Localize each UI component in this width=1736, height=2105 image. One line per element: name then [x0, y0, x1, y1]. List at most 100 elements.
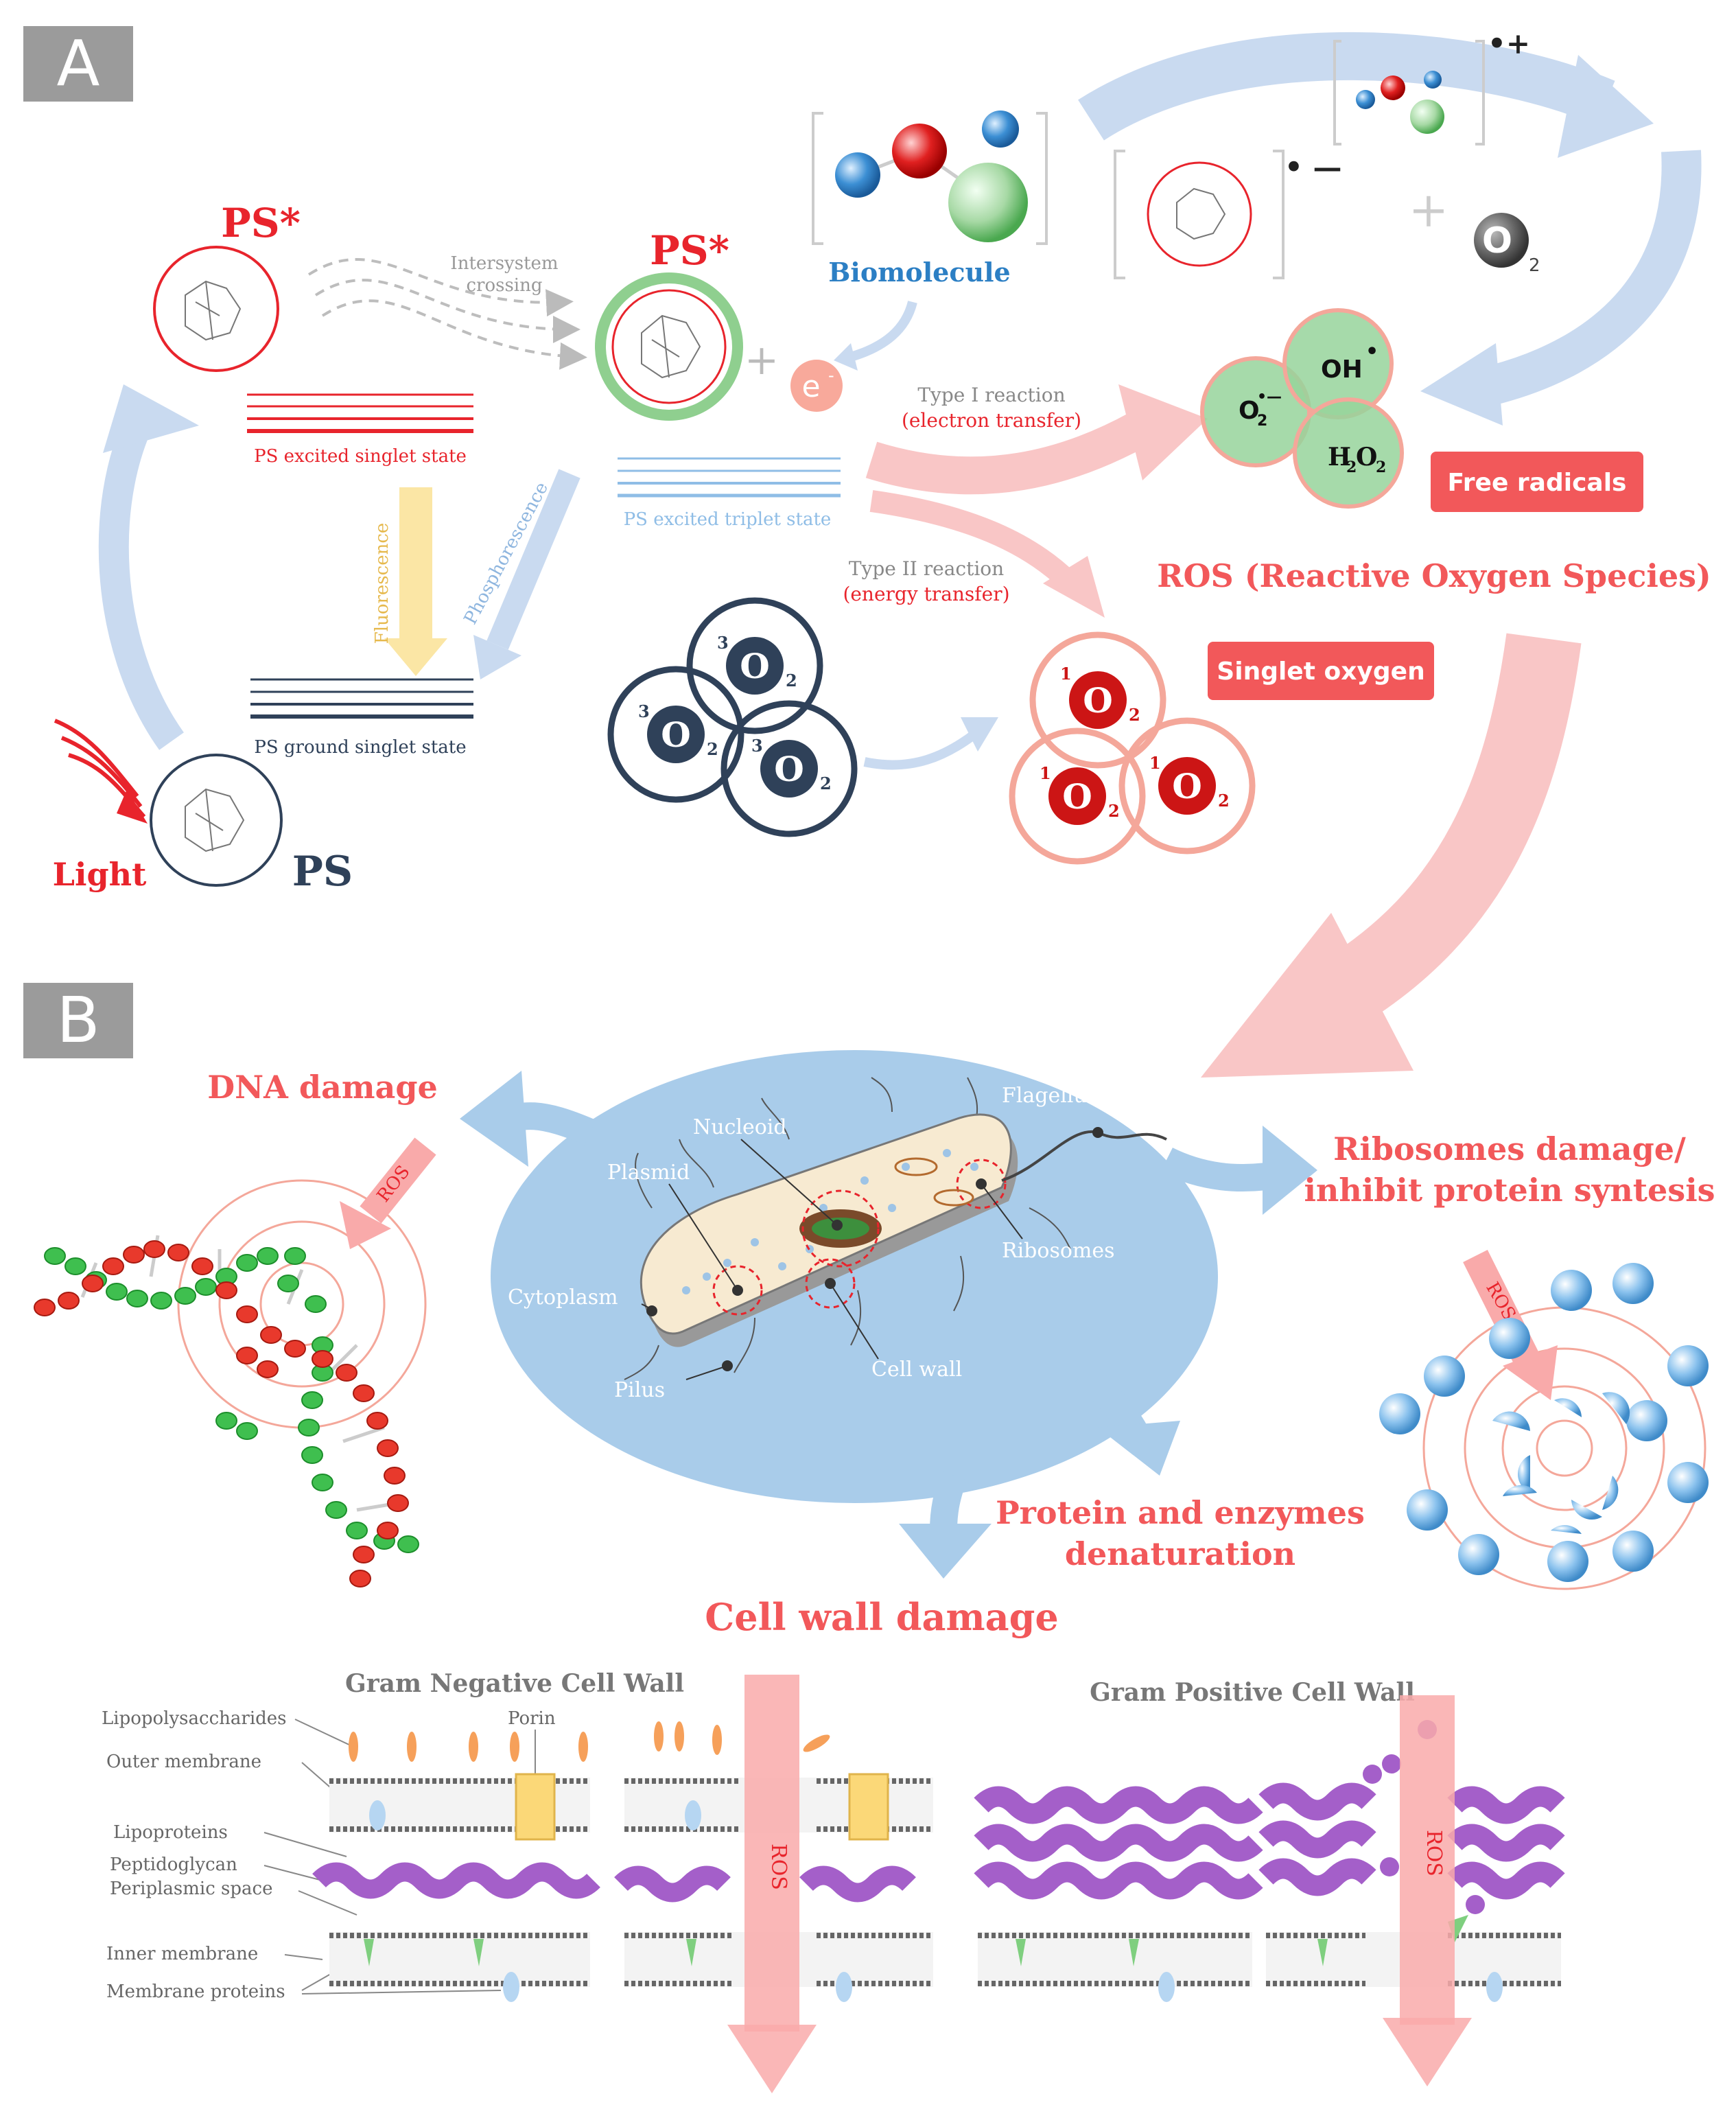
electron-bubble — [790, 360, 843, 412]
radical-cation-brackets — [1333, 40, 1485, 146]
periplasmic-label: Periplasmic space — [110, 1879, 273, 1899]
radical-cation-atoms — [1356, 71, 1444, 134]
excitation-arrowhead — [103, 384, 199, 453]
cell-wall-damage-title: Cell wall damage — [705, 1595, 1058, 1639]
ps-ground-molecule — [150, 754, 283, 887]
singlet-o-1: O — [1083, 680, 1113, 721]
biomolecule-arrowhead — [834, 343, 858, 371]
nucleoid-label: Nucleoid — [693, 1115, 787, 1139]
type1-line2: (electron transfer) — [902, 409, 1081, 432]
h2o2-sub2: 2 — [1376, 458, 1386, 476]
flagellum-label: Flagellum — [1002, 1084, 1106, 1108]
gram-positive-ros-arrow — [1400, 1695, 1455, 2025]
phosphorescence-arrowhead — [473, 635, 521, 679]
gram-negative-ros-arrowhead — [727, 2025, 817, 2093]
singlet-o-3: O — [1172, 766, 1202, 806]
biomolecule-atoms — [835, 111, 1028, 242]
singlet-sup-2: 1 — [1040, 763, 1051, 783]
porphyrin-sketch-2 — [185, 788, 245, 852]
ps-star-left-molecule — [153, 246, 279, 372]
free-radicals-cluster — [1200, 308, 1404, 509]
excited-triplet-levels — [618, 457, 841, 498]
phosphorescence-arrow-shaft — [486, 469, 580, 650]
panel-b-tag: B — [23, 983, 133, 1058]
gram-positive-title: Gram Positive Cell Wall — [1090, 1678, 1415, 1707]
cytoplasm-label: Cytoplasm — [508, 1286, 618, 1310]
porphyrin-sketch-3 — [641, 314, 701, 379]
gram-positive-wall-intact — [974, 1786, 1263, 2002]
light-label: Light — [53, 856, 147, 893]
radical-anion-charge: • — — [1285, 150, 1341, 184]
plus-oxygen: + — [1409, 182, 1449, 238]
singlet-sub-1: 2 — [1129, 705, 1140, 725]
light-arrowhead — [117, 789, 148, 824]
dna-strand-red — [34, 1240, 409, 1588]
ps-star-right-molecule — [595, 272, 743, 421]
h2o2-h: H — [1328, 443, 1351, 472]
triplet-oxygen-labels: O O O — [661, 646, 804, 789]
triplet-sub-1: 2 — [786, 671, 797, 690]
gram-positive-ros-label: ROS — [1422, 1830, 1446, 1876]
ribosomes-label: Ribosomes — [1002, 1239, 1115, 1263]
hydroxyl-label: OH — [1321, 356, 1363, 384]
cell-labels: Nucleoid Flagellum Plasmid Ribosomes Cyt… — [508, 1084, 1115, 1402]
singlet-oxygen-sups: 1 2 1 2 1 2 — [1040, 664, 1230, 821]
singlet-sub-3: 2 — [1218, 791, 1230, 811]
triplet-oxygen-cluster — [607, 597, 858, 837]
singlet-oxygen-atoms — [1048, 671, 1216, 825]
superoxide-sup: •— — [1257, 388, 1282, 406]
lps-label: Lipopolysaccharides — [102, 1708, 287, 1729]
ribosomes-damage-line2: inhibit protein syntesis — [1304, 1172, 1715, 1209]
triplet-sub-3: 2 — [820, 774, 832, 793]
porphyrin-sketch-1 — [185, 280, 242, 341]
triplet-o-3: O — [774, 749, 804, 789]
superoxide-label: O — [1239, 397, 1260, 425]
cell-leaders — [641, 1127, 1103, 1380]
excited-singlet-levels — [247, 393, 473, 433]
singlet-oxygen-label: Singlet oxygen — [1217, 658, 1424, 686]
singlet-sub-2: 2 — [1108, 801, 1120, 821]
triplet-sup-3: 3 — [751, 736, 763, 756]
ps-star-right-label: PS* — [650, 227, 729, 274]
singlet-o-2: O — [1062, 776, 1092, 817]
protein-denaturation-line1: Protein and enzymes — [996, 1494, 1365, 1531]
h2o2-label: H 2 O 2 — [1328, 443, 1386, 476]
porphyrin-sketch-4 — [1176, 187, 1226, 240]
membrane-proteins-label: Membrane proteins — [106, 1981, 285, 2002]
triplet-sup-1: 3 — [717, 633, 729, 653]
triplet-o-1: O — [740, 646, 770, 686]
biomolecule-label: Biomolecule — [828, 257, 1010, 288]
gram-negative-title: Gram Negative Cell Wall — [345, 1669, 684, 1698]
electron-label: e — [801, 369, 820, 404]
type2-line2: (energy transfer) — [843, 583, 1009, 605]
lipoproteins-label: Lipoproteins — [113, 1822, 228, 1843]
free-radicals-box — [1431, 452, 1643, 512]
dna-strand-green — [44, 1247, 419, 1553]
ros-to-cell-arrowhead — [1201, 913, 1414, 1078]
dna-ros-target — [177, 1179, 427, 1429]
ground-singlet-levels — [250, 678, 473, 719]
electron-sup: - — [828, 366, 834, 385]
ros-to-cell-arrow — [1318, 633, 1582, 1028]
intersystem-crossing-line1: Intersystem — [450, 253, 558, 274]
triplet-sup-2: 3 — [638, 701, 650, 721]
arrow-to-protein-head — [1098, 1421, 1180, 1476]
oxygen-ball — [1474, 213, 1529, 268]
oxygen-label: O — [1482, 220, 1512, 261]
excited-singlet-label: PS excited singlet state — [254, 446, 467, 467]
excitation-arrow — [98, 397, 184, 750]
oxygen-sub: 2 — [1529, 255, 1540, 276]
arrow-to-ribosomes-head — [1263, 1126, 1317, 1215]
triplet-to-singlet-arrowhead — [961, 717, 998, 752]
arrow-to-cell-wall — [930, 1471, 967, 1531]
type1-arrowhead — [1118, 384, 1208, 480]
intersystem-crossing-line2: crossing — [466, 275, 542, 296]
dna-ros-arrow — [360, 1137, 436, 1224]
ribosome-ros-arrowhead — [1503, 1345, 1558, 1400]
panel-a-tag: A — [23, 26, 133, 102]
ps-label: PS — [292, 848, 353, 896]
dna-ros-arrowhead — [340, 1201, 391, 1249]
gram-negative-ros-label: ROS — [766, 1844, 790, 1890]
singlet-oxygen-cluster — [1009, 631, 1256, 865]
plus-electron: + — [744, 336, 779, 384]
